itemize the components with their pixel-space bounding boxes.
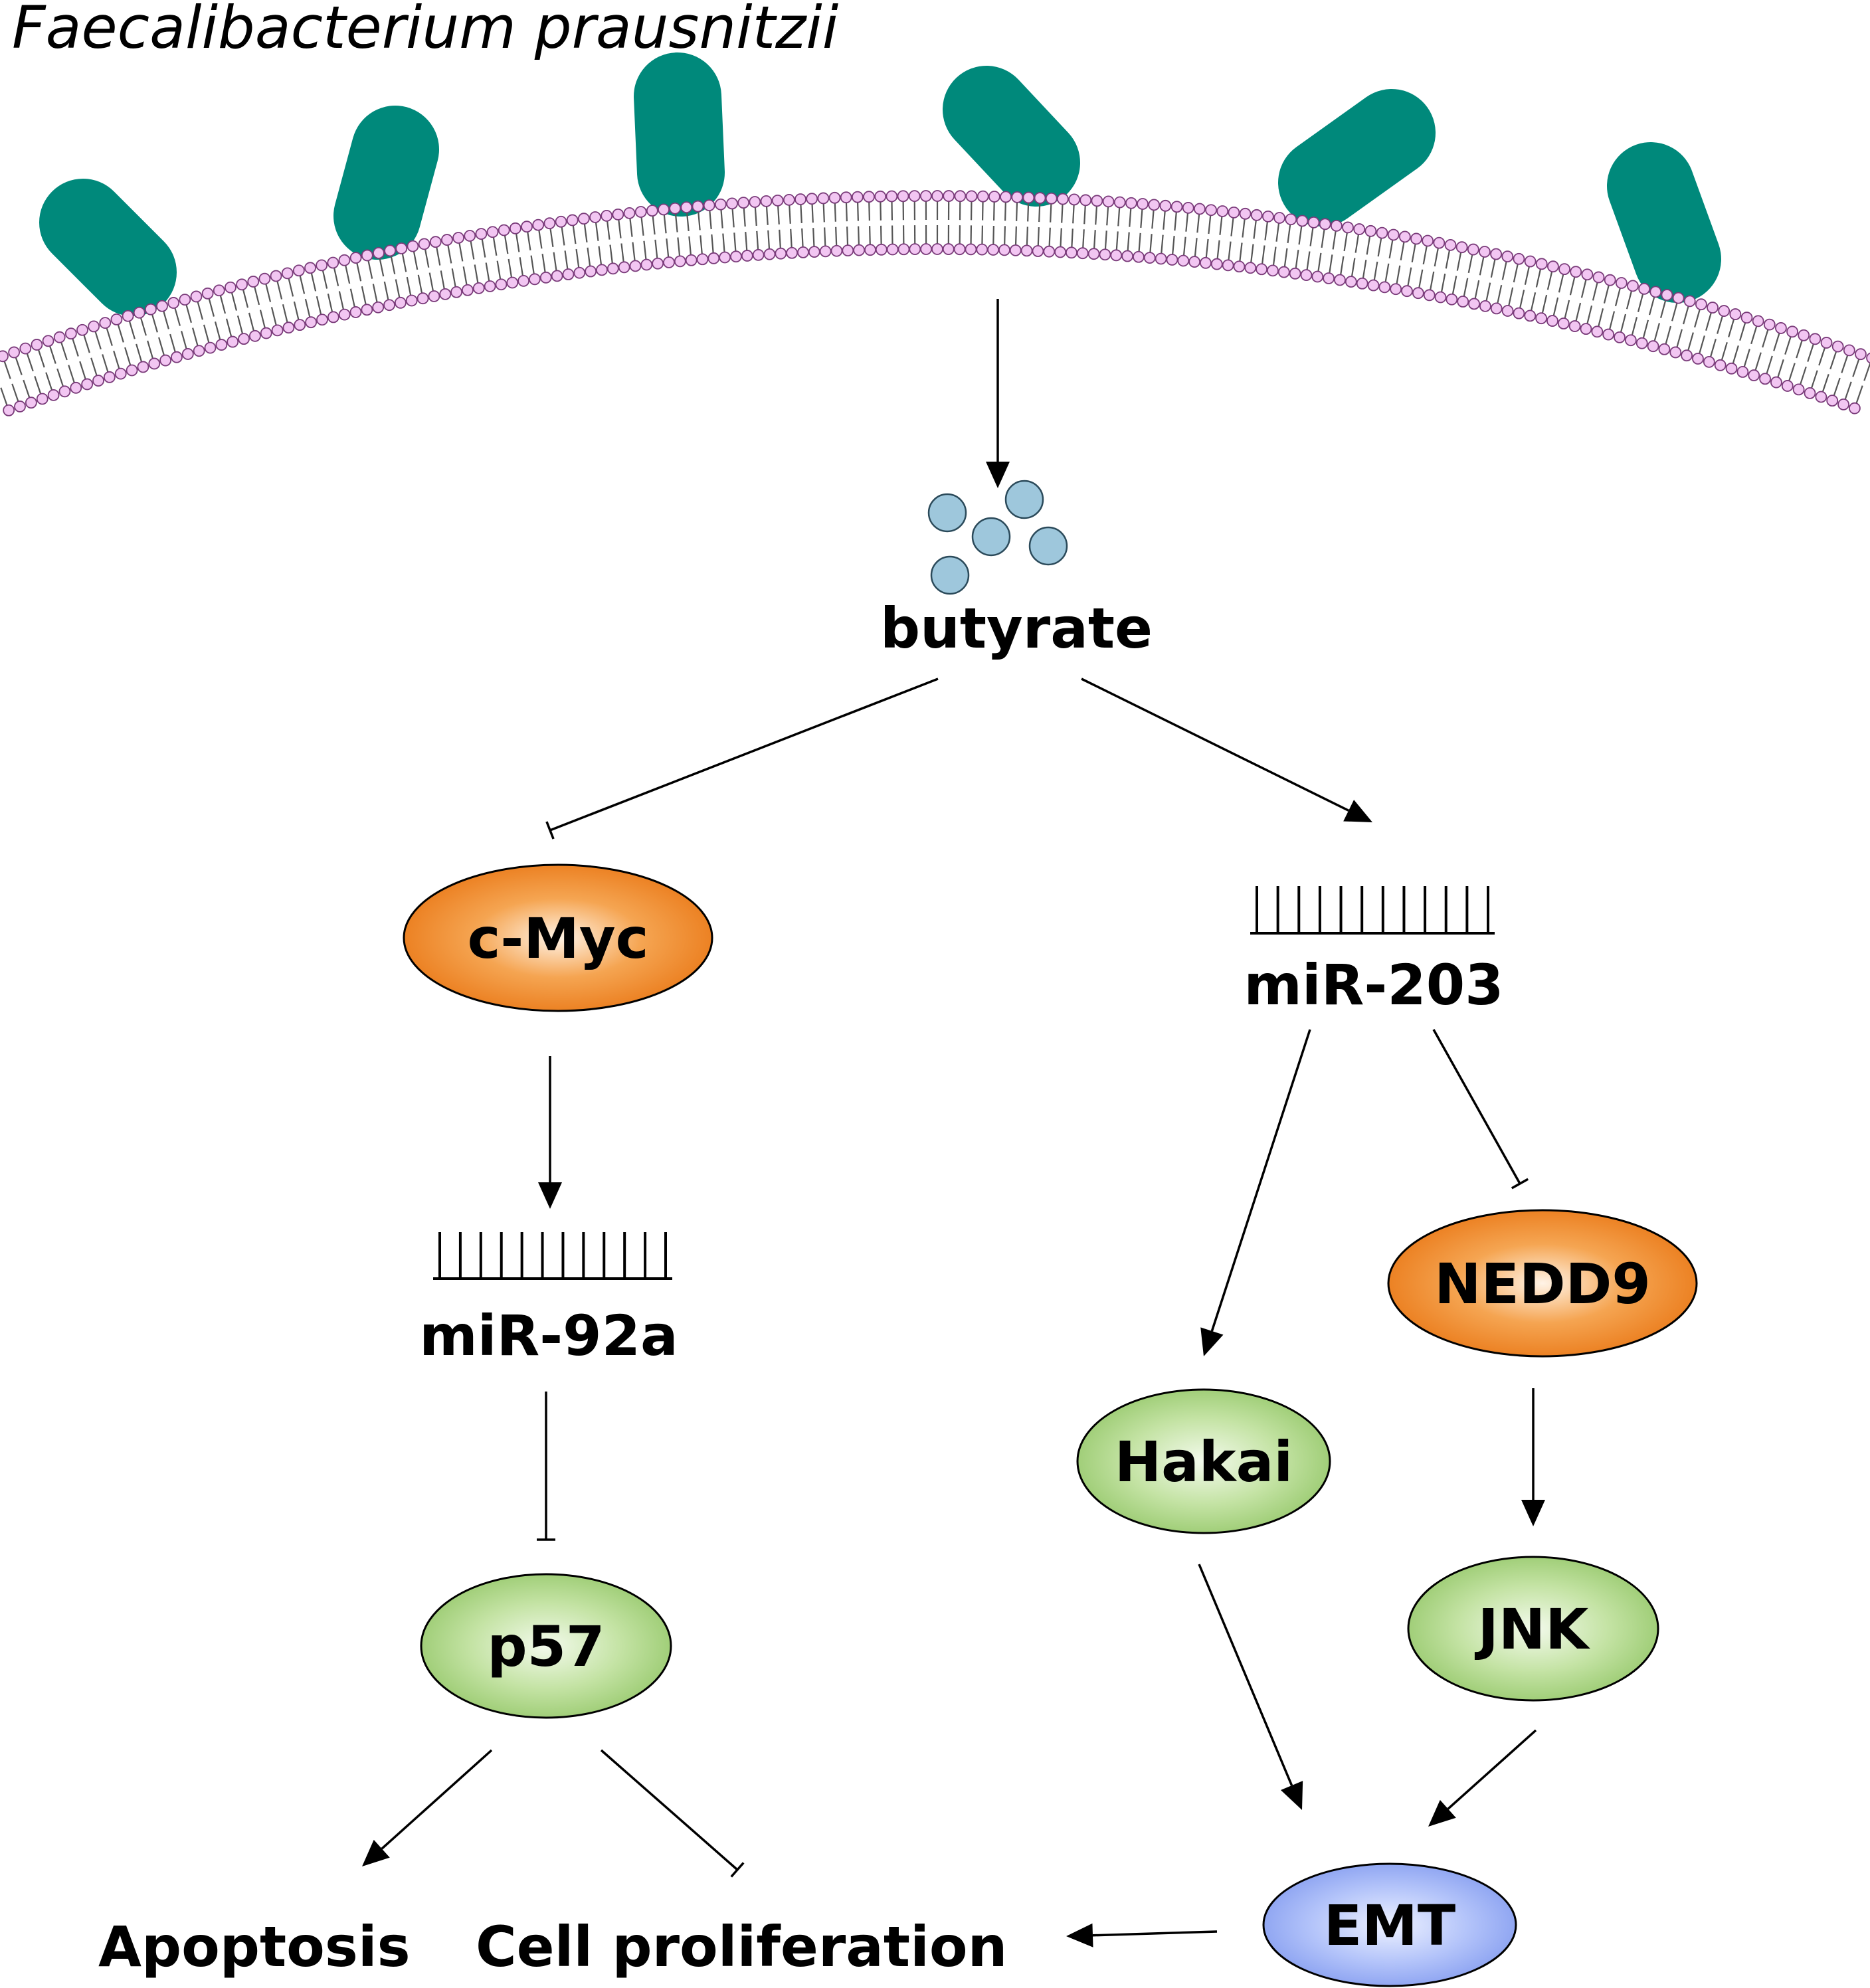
edge-butyrate-to-mir203: [1081, 678, 1372, 822]
node-mir-203: miR-203: [1244, 886, 1504, 1018]
bacterium-icon: [1278, 89, 1436, 226]
edge-hakai-to-emt: [1198, 1564, 1303, 1810]
bacterium-icon: [333, 106, 439, 260]
node-emt: EMT: [1262, 1862, 1517, 1987]
mirna-comb-icon: [1250, 886, 1495, 935]
node-hakai-label: Hakai: [1115, 1429, 1293, 1494]
pathway-edges: [362, 299, 1545, 1947]
butyrate-label: butyrate: [880, 596, 1153, 661]
node-mir-92a-label: miR-92a: [419, 1303, 678, 1368]
bacterium-icon: [634, 52, 725, 217]
node-emt-label: EMT: [1324, 1893, 1455, 1958]
organism-title: Faecalibacterium prausnitzii: [12, 0, 839, 62]
edge-emt-to-proliferation: [1066, 1923, 1218, 1947]
edge-jnk-to-emt: [1428, 1729, 1537, 1827]
node-jnk: JNK: [1407, 1556, 1659, 1702]
edge-cmyc-to-mir92a: [538, 1056, 562, 1209]
bacteria-group: [39, 52, 1721, 316]
node-p57-label: p57: [487, 1614, 605, 1679]
node-hakai: Hakai: [1076, 1388, 1331, 1534]
node-c-myc-label: c-Myc: [468, 906, 649, 971]
outcome-apoptosis: Apoptosis: [98, 1914, 411, 1979]
edge-butyrate-inhibits-cmyc: [545, 678, 939, 840]
edge-mir203-to-hakai: [1200, 1029, 1311, 1356]
node-jnk-label: JNK: [1475, 1597, 1591, 1662]
node-nedd9: NEDD9: [1387, 1209, 1698, 1358]
edge-mir203-inhibits-nedd9: [1432, 1029, 1529, 1190]
edge-mir92a-inhibits-p57: [537, 1392, 555, 1541]
bacterium-icon: [39, 179, 177, 316]
edge-p57-inhibits-proliferation: [600, 1749, 745, 1878]
edge-p57-to-apoptosis: [362, 1749, 493, 1866]
node-c-myc: c-Myc: [403, 863, 713, 1012]
bacterium-icon: [943, 66, 1080, 207]
node-p57: p57: [420, 1573, 672, 1719]
node-nedd9-label: NEDD9: [1434, 1251, 1651, 1316]
node-mir-92a: miR-92a: [419, 1232, 678, 1368]
bacterium-icon: [1607, 142, 1721, 303]
outcome-cell-proliferation: Cell proliferation: [476, 1914, 1007, 1979]
node-mir-203-label: miR-203: [1244, 952, 1503, 1018]
edge-nedd9-to-jnk: [1521, 1388, 1545, 1526]
edge-membrane-to-butyrate: [986, 299, 1010, 488]
butyrate-molecules-icon: [927, 480, 1068, 595]
mirna-comb-icon: [433, 1232, 672, 1280]
cell-membrane: [0, 190, 1870, 416]
